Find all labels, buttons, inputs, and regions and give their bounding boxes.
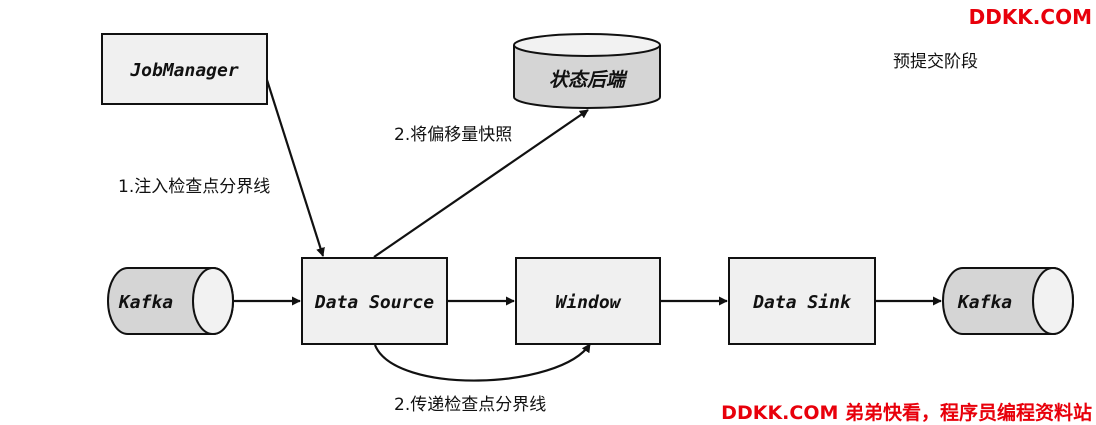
edge-barrier-forward-curve	[373, 343, 591, 382]
data-sink-label: Data Sink	[752, 292, 852, 313]
edge-data-source-to-state-backend	[373, 109, 589, 258]
window-label: Window	[555, 292, 621, 313]
state-backend-label: 状态后端	[549, 69, 628, 91]
snapshot-offsets-label: 2.将偏移量快照	[394, 125, 512, 145]
inject-barrier-label: 1.注入检查点分界线	[118, 177, 270, 197]
kafka-source-label: Kafka	[118, 292, 173, 313]
window-node: Window	[515, 257, 661, 345]
forward-barrier-label: 2.传递检查点分界线	[394, 395, 546, 415]
data-sink-node: Data Sink	[728, 257, 876, 345]
watermark-top: DDKK.COM	[969, 5, 1092, 29]
stage-label: 预提交阶段	[893, 52, 978, 72]
kafka-sink-node: Kafka	[942, 267, 1074, 335]
edge-job-manager-to-data-source	[265, 79, 325, 257]
data-source-label: Data Source	[314, 292, 434, 313]
watermark-bottom: DDKK.COM 弟弟快看，程序员编程资料站	[721, 401, 1092, 424]
kafka-sink-label: Kafka	[957, 292, 1012, 313]
job-manager-label: JobManager	[129, 60, 239, 81]
data-source-node: Data Source	[301, 257, 448, 345]
state-backend-node: 状态后端	[513, 33, 661, 109]
job-manager-node: JobManager	[101, 33, 268, 105]
kafka-source-node: Kafka	[107, 267, 234, 335]
